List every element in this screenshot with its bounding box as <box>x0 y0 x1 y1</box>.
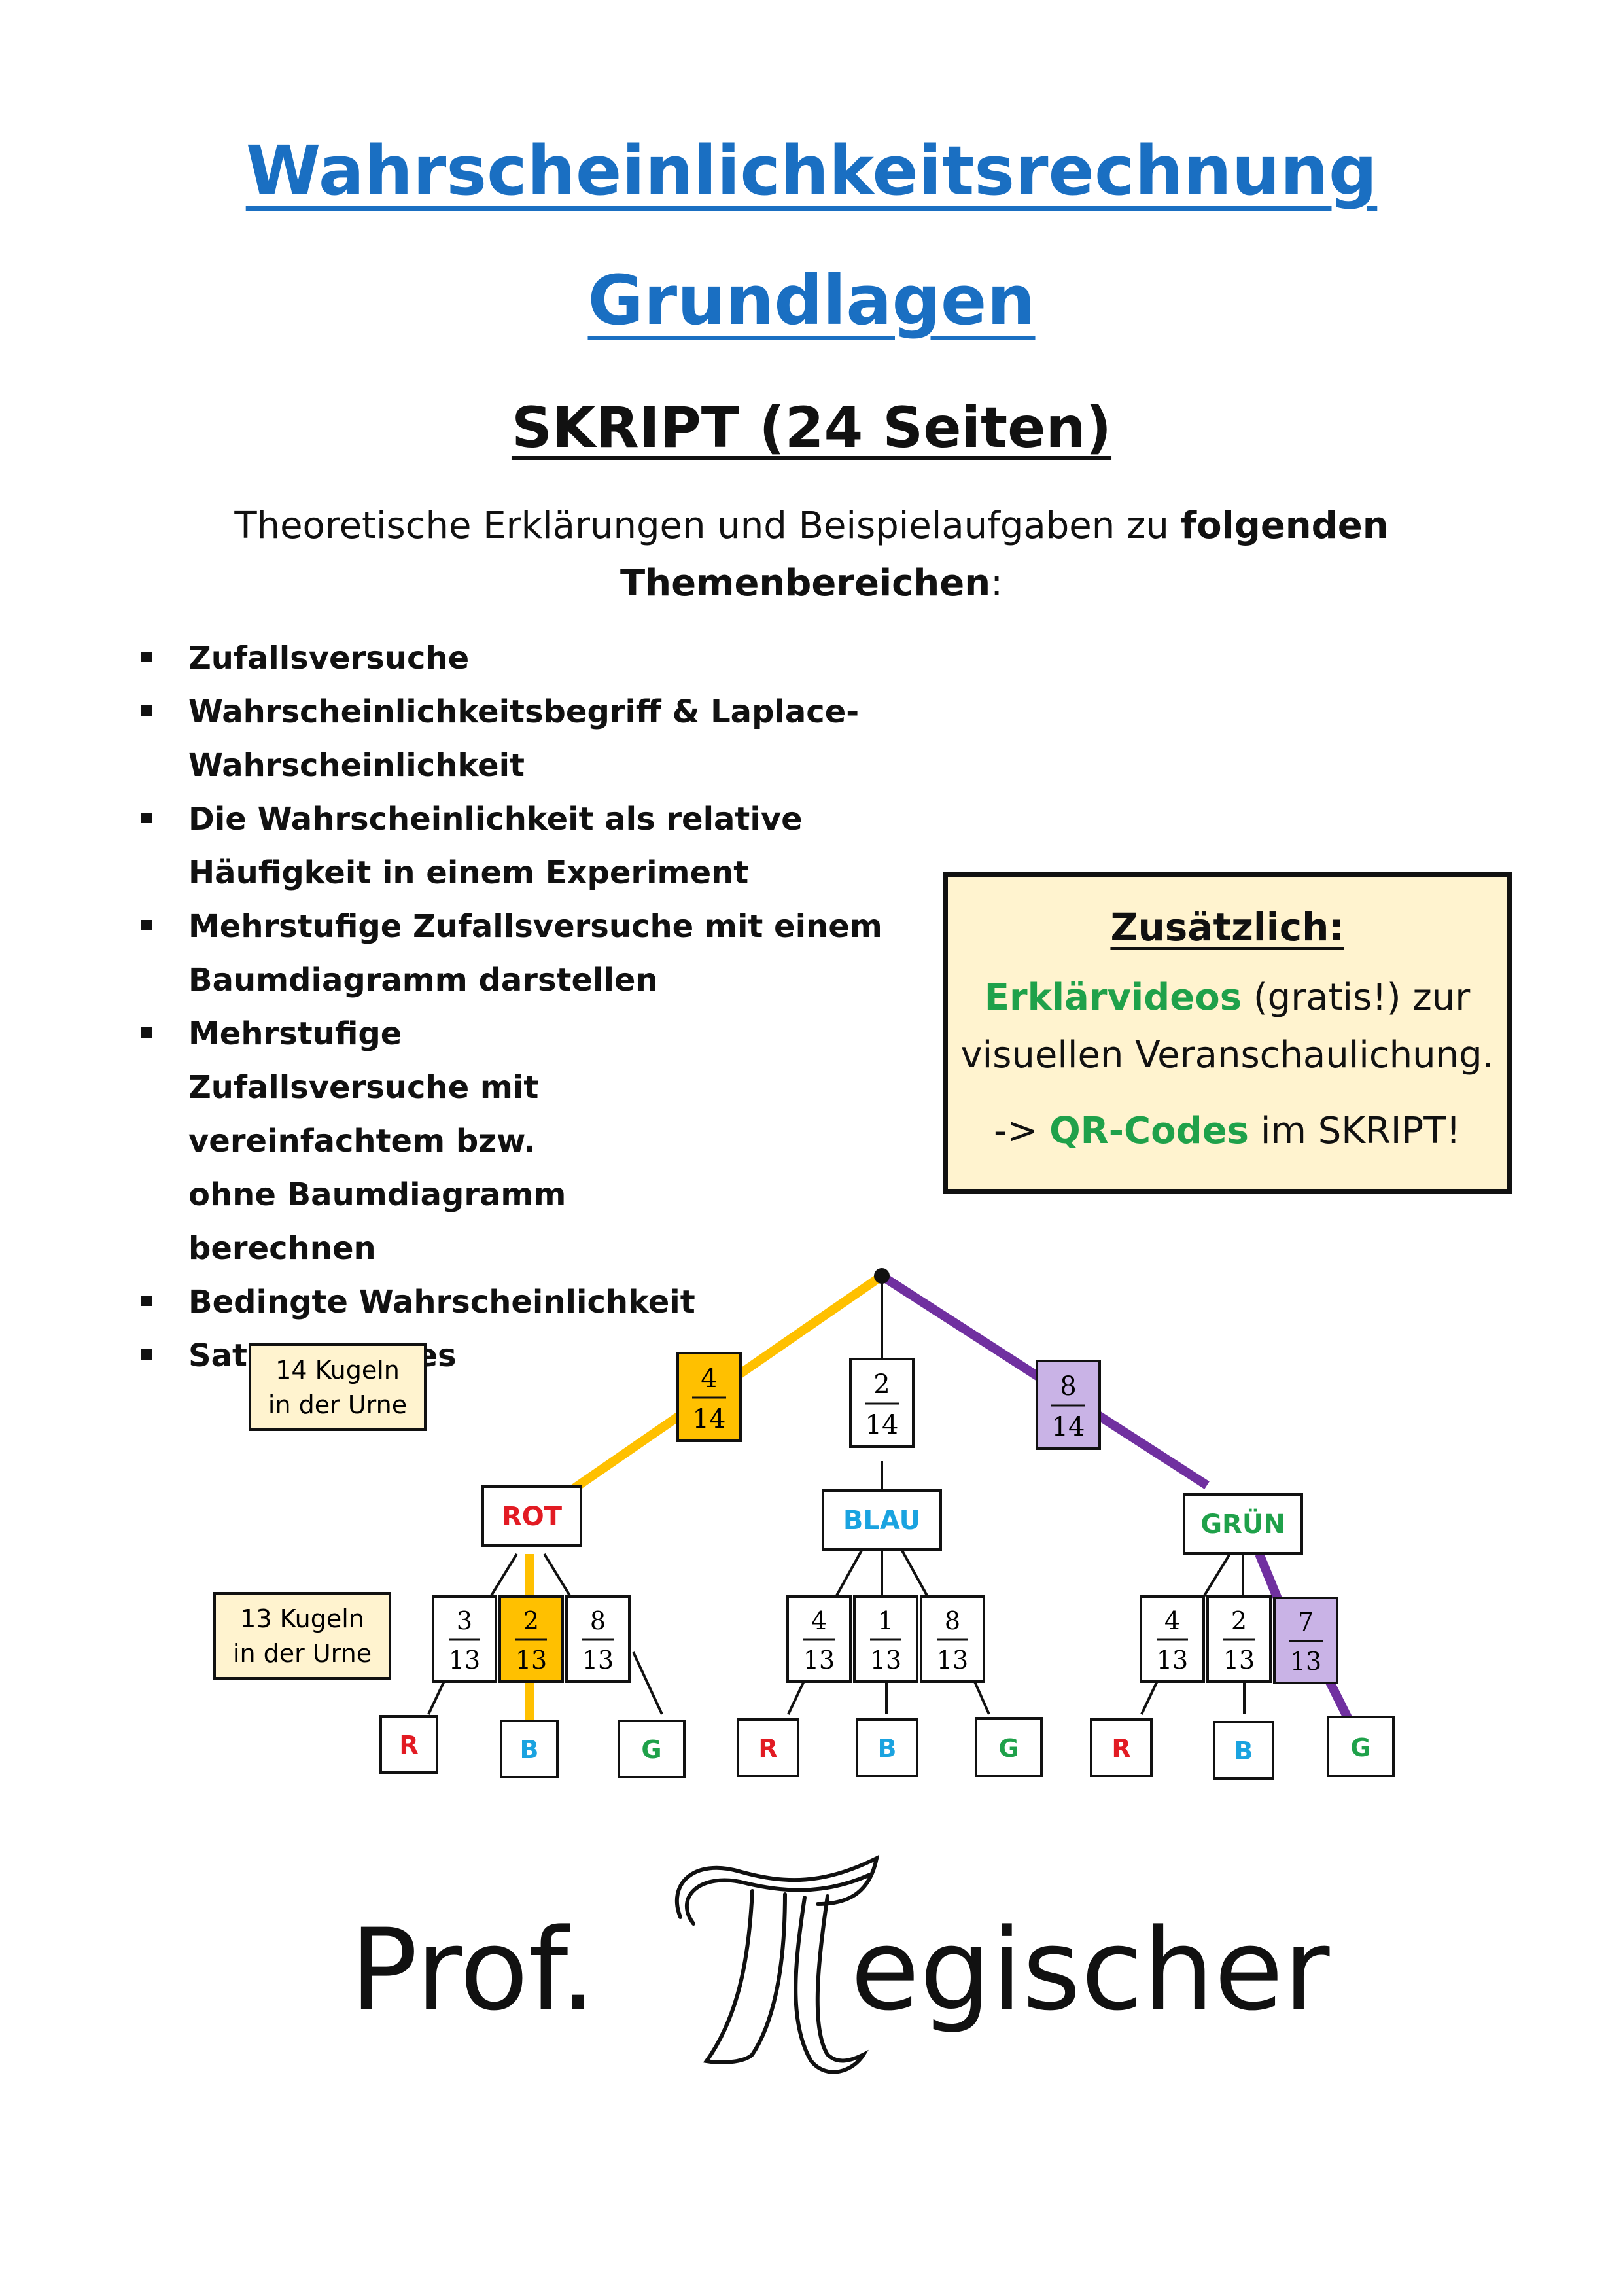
intro-text: Theoretische Erklärungen und Beispielauf… <box>0 497 1623 612</box>
topic-item: Mehrstufige Zufallsversuche mit vereinfa… <box>137 1007 607 1275</box>
svg-text:B: B <box>520 1735 539 1764</box>
extra-line2: visuellen Veranschaulichung. <box>960 1034 1494 1076</box>
svg-text:13: 13 <box>1223 1646 1255 1674</box>
qr-arrow: -> <box>994 1110 1050 1152</box>
leaf-gruen-g: G <box>1327 1716 1395 1777</box>
svg-text:R: R <box>399 1731 418 1759</box>
qr-line: -> QR-Codes im SKRIPT! <box>948 1103 1507 1160</box>
svg-text:G: G <box>641 1735 661 1764</box>
subtitle: SKRIPT (24 Seiten) <box>511 395 1112 461</box>
topic-item: Die Wahrscheinlichkeit als relative Häuf… <box>137 792 949 900</box>
svg-text:7: 7 <box>1298 1608 1314 1636</box>
fraction-rot: 4 14 <box>676 1352 742 1442</box>
fraction-gruen-b: 2 13 <box>1206 1595 1272 1683</box>
fraction-rot-g: 8 13 <box>565 1595 631 1683</box>
intro-bold1: folgenden <box>1180 504 1389 547</box>
svg-text:4: 4 <box>701 1364 717 1394</box>
node-gruen: GRÜN <box>1183 1493 1303 1555</box>
leaf-rot-r: R <box>379 1715 438 1774</box>
node-blau: BLAU <box>822 1489 942 1551</box>
svg-text:13: 13 <box>1290 1647 1321 1676</box>
topic-item: Bedingte Wahrscheinlichkeit <box>137 1275 949 1329</box>
svg-text:14: 14 <box>693 1404 726 1434</box>
svg-text:13: 13 <box>515 1646 547 1674</box>
intro-bold2: Themenbereichen <box>620 562 991 605</box>
leaf-rot-g: G <box>618 1720 686 1778</box>
svg-text:BLAU: BLAU <box>843 1506 920 1536</box>
svg-text:13: 13 <box>449 1646 480 1674</box>
leaf-gruen-r: R <box>1090 1718 1153 1777</box>
svg-text:13: 13 <box>870 1646 901 1674</box>
svg-text:14: 14 <box>1052 1412 1085 1442</box>
topic-item: Wahrscheinlichkeitsbegriff & Laplace-Wah… <box>137 685 949 792</box>
svg-text:GRÜN: GRÜN <box>1200 1508 1285 1540</box>
svg-text:R: R <box>1111 1734 1130 1763</box>
qr-rest: im SKRIPT! <box>1249 1110 1461 1152</box>
svg-text:8: 8 <box>945 1606 960 1635</box>
svg-text:4: 4 <box>811 1606 827 1635</box>
leaf-blau-r: R <box>737 1718 799 1777</box>
tree-root <box>874 1268 890 1284</box>
fraction-rot-b: 2 13 <box>498 1595 564 1683</box>
leaf-rot-b: B <box>500 1720 559 1778</box>
topic-item: Zufallsversuche <box>137 631 949 685</box>
svg-text:13: 13 <box>803 1646 835 1674</box>
svg-text:2: 2 <box>523 1606 539 1635</box>
fraction-blau: 2 14 <box>849 1358 915 1448</box>
fraction-gruen-r: 4 13 <box>1140 1595 1205 1683</box>
svg-text:13: 13 <box>937 1646 968 1674</box>
videos-rest: (gratis!) zur <box>1242 976 1471 1019</box>
svg-text:2: 2 <box>873 1369 890 1400</box>
fraction-blau-g: 8 13 <box>920 1595 985 1683</box>
svg-text:14: 14 <box>865 1410 899 1440</box>
svg-text:ROT: ROT <box>502 1502 563 1532</box>
title-line-1: Wahrscheinlichkeitsrechnung <box>245 131 1378 211</box>
extra-heading: Zusätzlich: <box>1110 905 1344 949</box>
topic-item: Mehrstufige Zufallsversuche mit einem Ba… <box>137 900 949 1007</box>
svg-text:B: B <box>878 1734 897 1763</box>
title-line-2: Grundlagen <box>587 260 1036 340</box>
logo-suffix: egischer <box>850 1904 1330 2036</box>
leaf-blau-g: G <box>975 1717 1043 1777</box>
label-14-kugeln: 14 Kugeln in der Urne <box>249 1343 427 1431</box>
svg-text:1: 1 <box>878 1606 894 1635</box>
leaf-blau-b: B <box>856 1718 918 1777</box>
node-rot: ROT <box>481 1485 582 1547</box>
svg-text:13 Kugeln: 13 Kugeln <box>240 1604 364 1633</box>
svg-text:G: G <box>998 1734 1019 1763</box>
svg-text:G: G <box>1350 1733 1370 1762</box>
topics-list: Zufallsversuche Wahrscheinlichkeitsbegri… <box>137 631 949 1383</box>
label-13-kugeln: 13 Kugeln in der Urne <box>213 1592 391 1680</box>
svg-text:13: 13 <box>1157 1646 1188 1674</box>
svg-text:4: 4 <box>1164 1606 1180 1635</box>
svg-text:in der Urne: in der Urne <box>268 1390 407 1419</box>
svg-text:2: 2 <box>1231 1606 1247 1635</box>
svg-text:R: R <box>758 1734 777 1763</box>
intro-part2: : <box>990 562 1003 605</box>
svg-text:13: 13 <box>582 1646 614 1674</box>
svg-text:8: 8 <box>1060 1371 1076 1402</box>
pi-symbol-icon <box>675 1854 880 2074</box>
svg-text:3: 3 <box>457 1606 472 1635</box>
fraction-rot-r: 3 13 <box>432 1595 497 1683</box>
leaf-gruen-b: B <box>1213 1721 1274 1780</box>
fraction-gruen: 8 14 <box>1036 1360 1101 1450</box>
qr-highlight: QR-Codes <box>1049 1110 1249 1152</box>
fraction-gruen-g: 7 13 <box>1273 1597 1338 1684</box>
svg-text:8: 8 <box>590 1606 606 1635</box>
logo-prefix: Prof. <box>350 1904 596 2036</box>
logo: Prof. egischer <box>0 1845 1623 2120</box>
extra-info-box: Zusätzlich: Erklärvideos (gratis!) zur v… <box>943 872 1512 1194</box>
fraction-blau-b: 1 13 <box>853 1595 918 1683</box>
svg-text:in der Urne: in der Urne <box>233 1639 372 1668</box>
svg-text:14 Kugeln: 14 Kugeln <box>275 1356 400 1385</box>
extra-text: Erklärvideos (gratis!) zur visuellen Ver… <box>948 969 1507 1084</box>
videos-highlight: Erklärvideos <box>984 976 1242 1019</box>
svg-text:B: B <box>1234 1737 1253 1765</box>
probability-tree-diagram: 14 Kugeln in der Urne 13 Kugeln in der U… <box>213 1268 1395 1780</box>
fraction-blau-r: 4 13 <box>786 1595 852 1683</box>
intro-part1: Theoretische Erklärungen und Beispielauf… <box>234 504 1181 547</box>
